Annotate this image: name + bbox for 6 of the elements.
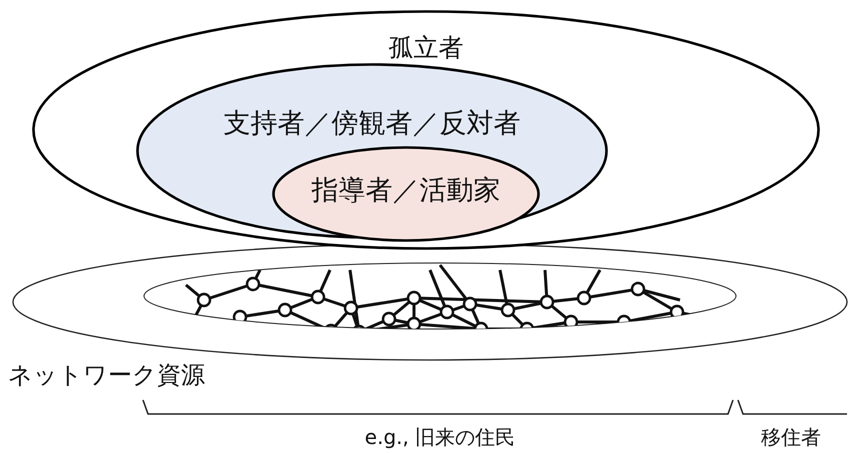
resource-label: ネットワーク資源 xyxy=(8,362,205,388)
region-label: 孤立者 xyxy=(388,35,464,60)
group-label: 移住者 xyxy=(761,426,821,448)
region-label: 支持者／傍観者／反対者 xyxy=(224,110,520,137)
group-label: e.g., 旧来の住民 xyxy=(364,426,516,448)
region-label: 指導者／活動家 xyxy=(312,177,500,204)
